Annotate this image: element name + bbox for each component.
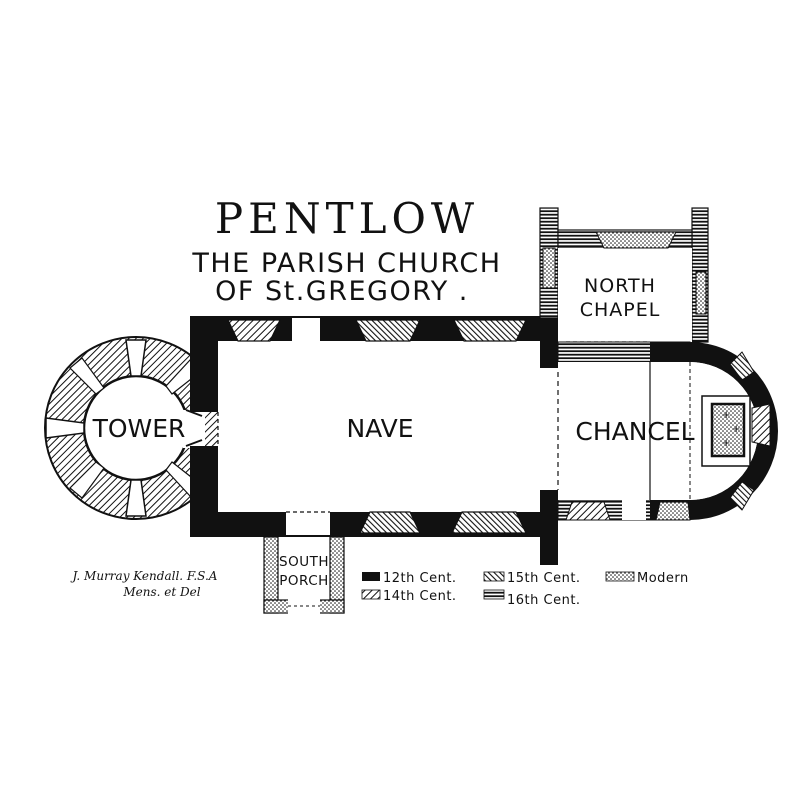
title-block: PENTLOW THE PARISH CHURCH OF St.GREGORY … [191, 194, 501, 307]
tower-window-nw [69, 357, 105, 395]
nave-window-n3 [453, 319, 527, 342]
tower-window-south [125, 479, 147, 517]
legend: 12th Cent. 15th Cent. Modern 14th Cent. … [361, 571, 689, 608]
legend-label-modern: Modern [637, 571, 689, 586]
nave-east-wall-south [540, 490, 558, 565]
nave-west-wall-lower [190, 446, 218, 537]
nave: NAVE [190, 316, 558, 565]
altar-cross-3: + [722, 438, 730, 449]
north-chapel-label-2: CHAPEL [580, 299, 661, 321]
chancel-window-s1 [565, 501, 611, 521]
nave-label: NAVE [346, 414, 413, 443]
altar-top [710, 402, 746, 458]
tower-window-north [125, 339, 147, 377]
nave-window-s1 [359, 511, 421, 534]
chapel-door-west [542, 247, 556, 289]
title-pentlow: PENTLOW [215, 194, 479, 243]
credit-author: J. Murray Kendall. F.S.A [70, 569, 218, 583]
nave-north-door [292, 318, 320, 341]
chancel: + + + CHANCEL [557, 341, 778, 521]
nave-east-wall-north [540, 316, 558, 368]
chapel-window-north [595, 231, 677, 249]
title-st-gregory: OF St.GREGORY . [215, 276, 469, 307]
chancel-label: CHANCEL [575, 417, 694, 446]
chancel-interior [558, 362, 690, 500]
north-chapel: NORTH CHAPEL [539, 207, 709, 343]
chancel-apse-wall [690, 342, 778, 520]
legend-swatch-15th [483, 571, 505, 582]
tower-window-west [45, 417, 85, 439]
tower-label: TOWER [92, 414, 186, 443]
legend-label-14th: 14th Cent. [383, 589, 457, 604]
credit-mens-del: Mens. et Del [122, 585, 200, 599]
nave-south-door [286, 512, 330, 535]
porch-entrance [288, 599, 320, 614]
legend-label-12th: 12th Cent. [383, 571, 457, 586]
tower-window-sw [69, 461, 105, 499]
chancel-north-wall-solid [650, 342, 690, 362]
nave-interior [218, 341, 540, 512]
chancel-window-apse-e [751, 403, 771, 447]
south-porch: SOUTH PORCH [263, 536, 345, 614]
altar-cross-1: + [722, 410, 730, 421]
legend-swatch-16th [483, 589, 505, 600]
nave-west-wall-upper [190, 316, 218, 412]
chancel-window-apse-se [729, 481, 755, 511]
legend-label-16th: 16th Cent. [507, 593, 581, 608]
credit: J. Murray Kendall. F.S.A Mens. et Del [70, 569, 218, 599]
nave-window-n1 [227, 319, 281, 342]
legend-swatch-modern [605, 571, 635, 582]
nave-window-s2 [451, 511, 527, 534]
legend-swatch-14th [361, 589, 381, 600]
chapel-interior [558, 248, 692, 342]
chancel-window-s2 [655, 501, 691, 521]
altar-cross-2: + [732, 424, 740, 435]
chancel-window-apse-ne [729, 351, 755, 381]
legend-swatch-12th [362, 572, 380, 581]
chapel-window-east [695, 271, 707, 315]
chancel-south-door [622, 500, 646, 520]
title-parish-church: THE PARISH CHURCH [191, 248, 501, 279]
north-chapel-label-1: NORTH [584, 275, 656, 297]
south-porch-label-1: SOUTH [279, 554, 329, 570]
south-porch-label-2: PORCH [279, 573, 329, 589]
tower-arch [183, 410, 205, 448]
tower-arch-jambs [185, 409, 203, 447]
tower: TOWER [44, 336, 228, 520]
nave-window-n2 [355, 319, 421, 342]
legend-label-15th: 15th Cent. [507, 571, 581, 586]
